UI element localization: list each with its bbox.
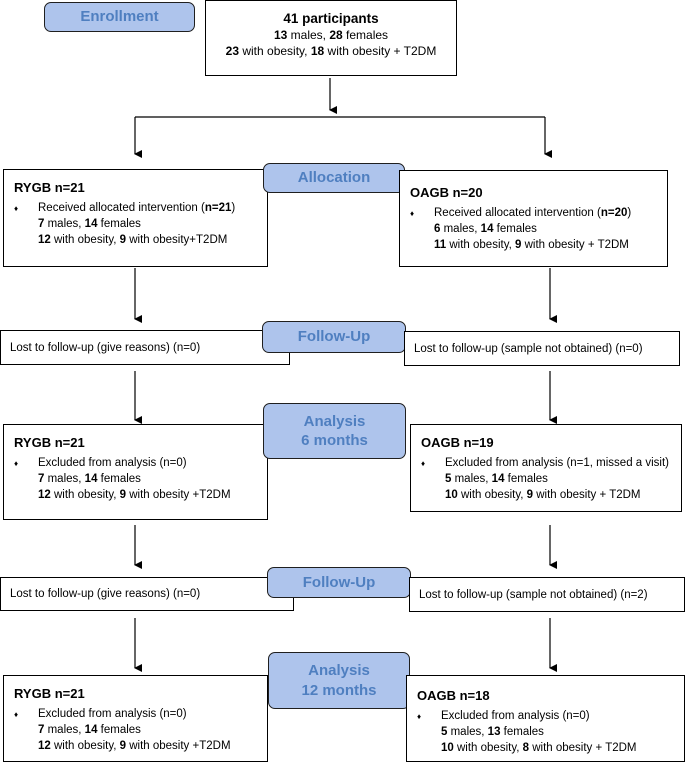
rygb-analysis-12-title: RYGB n=21 (14, 686, 85, 701)
enrollment-participants: 41 participants (283, 11, 379, 26)
enrollment-label-text: Enrollment (80, 8, 159, 26)
bullet-icon: ♦ (14, 459, 19, 468)
oagb-analysis-6-title: OAGB n=19 (421, 435, 494, 450)
enrollment-label: Enrollment (44, 2, 195, 32)
enrollment-condition-line: 23 with obesity, 18 with obesity + T2DM (225, 44, 437, 58)
rygb-analysis-12-sex: 7 males, 14 females (38, 724, 141, 736)
oagb-analysis-12-box: OAGB n=18 ♦Excluded from analysis (n=0) … (406, 675, 685, 762)
oagb-allocation-condition: 11 with obesity, 9 with obesity + T2DM (434, 239, 629, 251)
oagb-allocation-received: ♦Received allocated intervention (n=20) (410, 207, 632, 219)
bullet-icon: ♦ (417, 712, 422, 721)
rygb-allocation-condition: 12 with obesity, 9 with obesity+T2DM (38, 234, 228, 246)
rygb-analysis-12-condition: 12 with obesity, 9 with obesity +T2DM (38, 740, 231, 752)
rygb-allocation-box: RYGB n=21 ♦Received allocated interventi… (3, 169, 268, 267)
bullet-icon: ♦ (14, 710, 19, 719)
oagb-followup-2-box: Lost to follow-up (sample not obtained) … (409, 577, 685, 612)
enrollment-sex-line: 13 males, 28 females (273, 28, 389, 42)
analysis-6-label: Analysis 6 months (263, 403, 406, 459)
enrollment-box: 41 participants 13 males, 28 females 23 … (205, 0, 457, 76)
oagb-analysis-12-title: OAGB n=18 (417, 688, 490, 703)
oagb-analysis-12-sex: 5 males, 13 females (441, 726, 544, 738)
oagb-analysis-12-excluded: ♦Excluded from analysis (n=0) (417, 710, 590, 722)
oagb-analysis-12-condition: 10 with obesity, 8 with obesity + T2DM (441, 742, 637, 754)
followup-1-label: Follow-Up (262, 321, 406, 353)
oagb-followup-2-text: Lost to follow-up (sample not obtained) … (419, 588, 648, 601)
bullet-icon: ♦ (421, 459, 426, 468)
rygb-analysis-6-box: RYGB n=21 ♦Excluded from analysis (n=0) … (3, 424, 268, 520)
oagb-analysis-6-excluded: ♦Excluded from analysis (n=1, missed a v… (421, 457, 670, 469)
followup-2-label: Follow-Up (267, 567, 411, 598)
oagb-allocation-title: OAGB n=20 (410, 185, 483, 200)
bullet-icon: ♦ (14, 204, 19, 213)
rygb-analysis-6-sex: 7 males, 14 females (38, 473, 141, 485)
rygb-allocation-sex: 7 males, 14 females (38, 218, 141, 230)
rygb-allocation-received: ♦Received allocated intervention (n=21) (14, 202, 236, 214)
rygb-allocation-title: RYGB n=21 (14, 180, 85, 195)
rygb-followup-1-box: Lost to follow-up (give reasons) (n=0) (0, 330, 290, 365)
rygb-followup-2-text: Lost to follow-up (give reasons) (n=0) (10, 588, 201, 600)
allocation-label: Allocation (263, 163, 405, 193)
oagb-analysis-6-sex: 5 males, 14 females (445, 473, 548, 485)
rygb-analysis-12-box: RYGB n=21 ♦Excluded from analysis (n=0) … (3, 675, 268, 762)
oagb-allocation-box: OAGB n=20 ♦Received allocated interventi… (399, 170, 668, 267)
rygb-followup-2-box: Lost to follow-up (give reasons) (n=0) (0, 577, 294, 611)
oagb-analysis-6-condition: 10 with obesity, 9 with obesity + T2DM (445, 489, 641, 501)
oagb-followup-1-text: Lost to follow-up (sample not obtained) … (414, 342, 643, 355)
rygb-analysis-6-excluded: ♦Excluded from analysis (n=0) (14, 457, 187, 469)
rygb-followup-1-text: Lost to follow-up (give reasons) (n=0) (10, 341, 201, 354)
analysis-12-label: Analysis 12 months (268, 652, 410, 709)
rygb-analysis-6-title: RYGB n=21 (14, 435, 85, 450)
bullet-icon: ♦ (410, 209, 415, 218)
rygb-analysis-6-condition: 12 with obesity, 9 with obesity +T2DM (38, 489, 231, 501)
oagb-followup-1-box: Lost to follow-up (sample not obtained) … (404, 331, 680, 366)
oagb-analysis-6-box: OAGB n=19 ♦Excluded from analysis (n=1, … (410, 424, 682, 512)
oagb-allocation-sex: 6 males, 14 females (434, 223, 537, 235)
rygb-analysis-12-excluded: ♦Excluded from analysis (n=0) (14, 708, 187, 720)
